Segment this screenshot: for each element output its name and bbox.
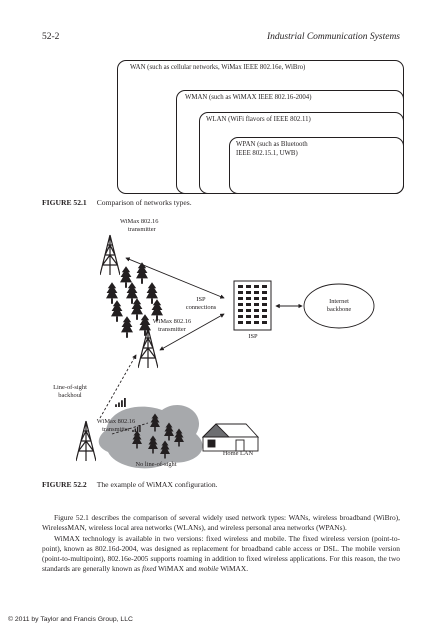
internet-backbone-label: Internet backbone [314, 298, 364, 313]
wpan-box: WPAN (such as Bluetooth IEEE 802.15.1, U… [229, 137, 404, 194]
wan-label: WAN (such as cellular networks, WiMax IE… [130, 64, 306, 71]
isp-building-icon [233, 280, 272, 331]
isp-label: ISP [248, 333, 258, 340]
wman-label: WMAN (such as WiMAX IEEE 802.16-2004) [185, 94, 312, 101]
caption-text: The example of WiMAX configuration. [96, 480, 218, 489]
paragraph-2-part-b: WiMAX and [156, 564, 199, 574]
running-title: Industrial Communication Systems [267, 32, 400, 42]
figure-52-2-caption: FIGURE 52.2 The example of WiMAX configur… [42, 480, 218, 489]
paragraph-1: Figure 52.1 describes the comparison of … [42, 513, 400, 533]
wpan-label-1: WPAN (such as Bluetooth [236, 141, 308, 148]
lower-tower-label: WiMax 802.16 transmitter [90, 418, 142, 433]
line-of-sight-label: Line-of-sight backhoul [47, 384, 93, 399]
top-tower-label-line1: WiMax 802.16 [120, 218, 159, 225]
top-tower-label-line2: transmitter [128, 225, 156, 233]
home-lan-label: Home LAN [222, 450, 254, 457]
top-tower-icon [100, 234, 120, 276]
middle-tower-label-line1: WiMax 802.16 [152, 318, 192, 325]
connection-arrows [125, 257, 303, 351]
isp-connections-label: ISP connections [180, 296, 222, 311]
paragraph-2-mobile: mobile [198, 564, 219, 574]
figure-52-1-caption: FIGURE 52.1 Comparison of networks types. [42, 198, 192, 207]
caption-text: Comparison of networks types. [96, 198, 192, 207]
paragraph-2-fixed: fixed [141, 564, 157, 574]
caption-number: FIGURE 52.2 [42, 480, 87, 489]
caption-number: FIGURE 52.1 [42, 198, 87, 207]
lower-tower-label-line1: WiMax 802.16 [96, 418, 136, 425]
internet-backbone-line1: Internet [329, 298, 349, 305]
paragraph-2-part-a: WiMAX technology is available in two ver… [42, 533, 400, 574]
isp-connections-line1: ISP [196, 296, 206, 303]
internet-backbone-line2: backbone [326, 305, 352, 313]
middle-tower-icon [138, 327, 158, 369]
middle-tower-label: WiMax 802.16 transmitter [147, 318, 197, 333]
line-of-sight-line2: backhoul [58, 391, 82, 399]
paragraph-2: WiMAX technology is available in two ver… [42, 534, 400, 575]
nlos-coverage-area [98, 405, 203, 469]
home-house-icon [201, 423, 260, 452]
internet-cloud-icon [303, 283, 375, 329]
middle-tower-label-line2: transmitter [158, 325, 186, 333]
isp-connections-line2: connections [185, 303, 217, 311]
lower-tower-label-line2: transmitter [102, 425, 130, 433]
page-number: 52-2 [42, 32, 60, 42]
line-of-sight-line1: Line-of-sight [53, 384, 87, 391]
wpan-label-2: IEEE 802.15.1, UWB) [236, 150, 298, 157]
top-tower-label: WiMax 802.16 transmitter [120, 218, 176, 233]
line-of-sight-link [99, 354, 137, 419]
wlan-label: WLAN (WiFi flavors of IEEE 802.11) [206, 116, 311, 123]
no-line-of-sight-label: No line-of-sight [135, 461, 177, 468]
copyright-notice: © 2011 by Taylor and Francis Group, LLC [8, 616, 133, 623]
paragraph-2-part-c: WiMAX. [218, 564, 249, 574]
body-text: Figure 52.1 describes the comparison of … [42, 513, 400, 575]
